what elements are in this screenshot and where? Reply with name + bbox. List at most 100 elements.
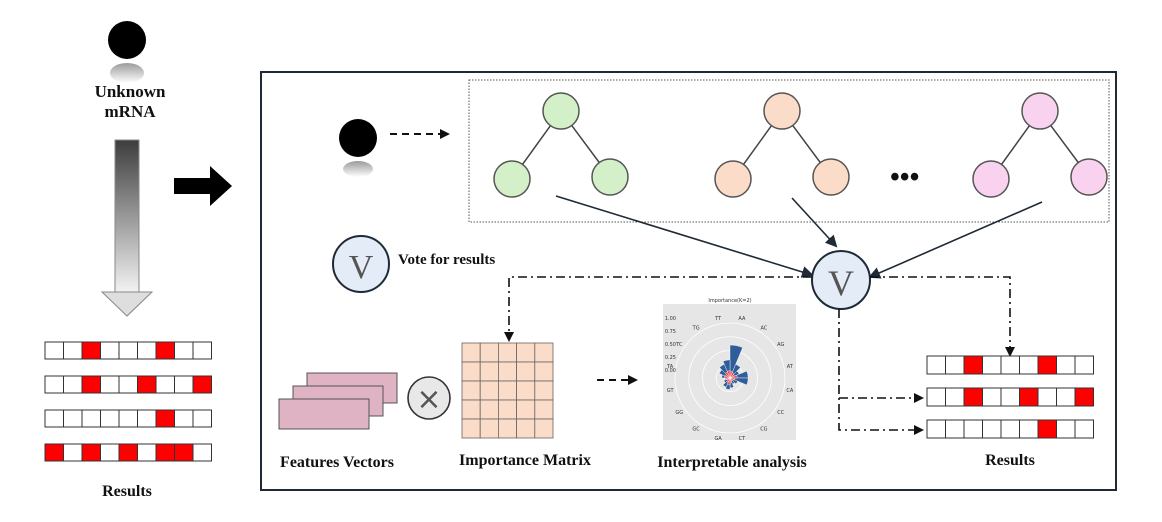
left-result-row (44, 443, 212, 462)
matrix-cell (516, 399, 536, 420)
rose-wedge-blue (729, 344, 743, 379)
left-result-cell (174, 341, 194, 360)
tree-node (542, 92, 580, 130)
matrix-cell (516, 418, 536, 439)
right-result-cell (945, 419, 965, 439)
decision-trees (493, 92, 1108, 198)
tree-node (714, 160, 752, 198)
matrix-cell (461, 380, 481, 401)
left-results-grid (44, 341, 212, 462)
right-result-cell (1056, 419, 1076, 439)
matrix-cell (479, 342, 499, 363)
rose-radial-tick: 0.50 (665, 342, 676, 348)
left-result-cell (81, 375, 101, 394)
left-result-cell (174, 375, 194, 394)
right-result-cell (945, 387, 965, 407)
left-result-cell (192, 341, 212, 360)
matrix-cell (516, 361, 536, 382)
left-result-cell (118, 443, 138, 462)
left-result-row (44, 375, 212, 394)
feature-vectors (278, 372, 398, 430)
matrix-cell (479, 418, 499, 439)
rose-category-label: GA (714, 436, 722, 442)
matrix-cell (534, 418, 554, 439)
multiply-symbol: × (416, 382, 441, 417)
rose-category-label: AG (777, 342, 784, 348)
rose-category-label: AC (760, 325, 767, 331)
down-arrow-icon (100, 139, 154, 317)
right-result-cell (926, 419, 946, 439)
left-result-cell (192, 375, 212, 394)
rose-radial-tick: 0.25 (665, 355, 676, 361)
vote-for-results-label: Vote for results (398, 252, 496, 268)
rose-radial-tick: 0.00 (665, 368, 676, 374)
input-person-icon (339, 119, 377, 177)
rose-category-label: CC (777, 410, 784, 416)
left-result-cell (137, 409, 157, 428)
matrix-cell (461, 342, 481, 363)
rose-category-label: CG (760, 427, 767, 433)
left-result-cell (44, 409, 64, 428)
tree-to-vote-arrows (555, 195, 1043, 279)
rose-wedge-red (729, 372, 735, 379)
left-result-cell (192, 443, 212, 462)
left-result-cell (174, 409, 194, 428)
matrix-cell (461, 361, 481, 382)
importance-matrix (461, 342, 554, 439)
matrix-cell (479, 361, 499, 382)
right-result-cell (1019, 387, 1039, 407)
importance-matrix-label: Importance Matrix (459, 452, 591, 469)
right-result-cell (1056, 387, 1076, 407)
rose-chart-panel: Importance(K=2) AAACAGATCACCCGCTGAGCGGGT… (663, 298, 796, 442)
matrix-cell (497, 380, 517, 401)
matrix-cell (534, 361, 554, 382)
matrix-cell (461, 418, 481, 439)
right-result-cell (1000, 419, 1020, 439)
dashdot-connectors (504, 276, 1015, 435)
left-result-cell (155, 375, 175, 394)
tree-ellipsis: ••• (890, 162, 920, 193)
tree-node (812, 158, 850, 196)
left-result-cell (137, 375, 157, 394)
matrix-cell (497, 418, 517, 439)
tree-node (493, 160, 531, 198)
rose-category-label: TC (675, 342, 683, 348)
rose-chart: AAACAGATCACCCGCTGAGCGGGTTATCTGTT1.000.75… (665, 316, 794, 442)
left-result-cell (155, 341, 175, 360)
right-result-cell (1000, 387, 1020, 407)
right-result-cell (982, 419, 1002, 439)
left-result-cell (155, 409, 175, 428)
rose-category-label: AT (787, 364, 794, 370)
right-result-cell (1056, 355, 1076, 375)
rose-category-label: CA (786, 388, 793, 394)
matrix-cell (497, 342, 517, 363)
right-result-cell (1074, 355, 1094, 375)
left-result-cell (63, 341, 83, 360)
rose-category-label: TG (692, 325, 700, 331)
left-result-cell (118, 409, 138, 428)
left-result-row (44, 409, 212, 428)
left-result-cell (100, 375, 120, 394)
right-arrow-icon (174, 166, 232, 206)
rose-category-label: GT (667, 388, 675, 394)
right-results-label: Results (985, 452, 1035, 469)
matrix-cell (516, 380, 536, 401)
right-result-row (926, 419, 1094, 439)
right-result-cell (926, 387, 946, 407)
left-result-cell (81, 409, 101, 428)
right-result-cell (1000, 355, 1020, 375)
left-result-cell (155, 443, 175, 462)
left-result-cell (44, 341, 64, 360)
left-result-cell (100, 341, 120, 360)
decision-tree (493, 92, 629, 198)
tree-node (972, 160, 1010, 198)
right-result-cell (982, 355, 1002, 375)
left-result-cell (63, 375, 83, 394)
tree-node (763, 92, 801, 130)
right-result-cell (963, 419, 983, 439)
features-vectors-label: Features Vectors (280, 454, 394, 471)
left-result-cell (118, 375, 138, 394)
rose-category-label: TA (666, 364, 674, 370)
rose-grid-ring (674, 322, 786, 434)
right-result-cell (963, 355, 983, 375)
